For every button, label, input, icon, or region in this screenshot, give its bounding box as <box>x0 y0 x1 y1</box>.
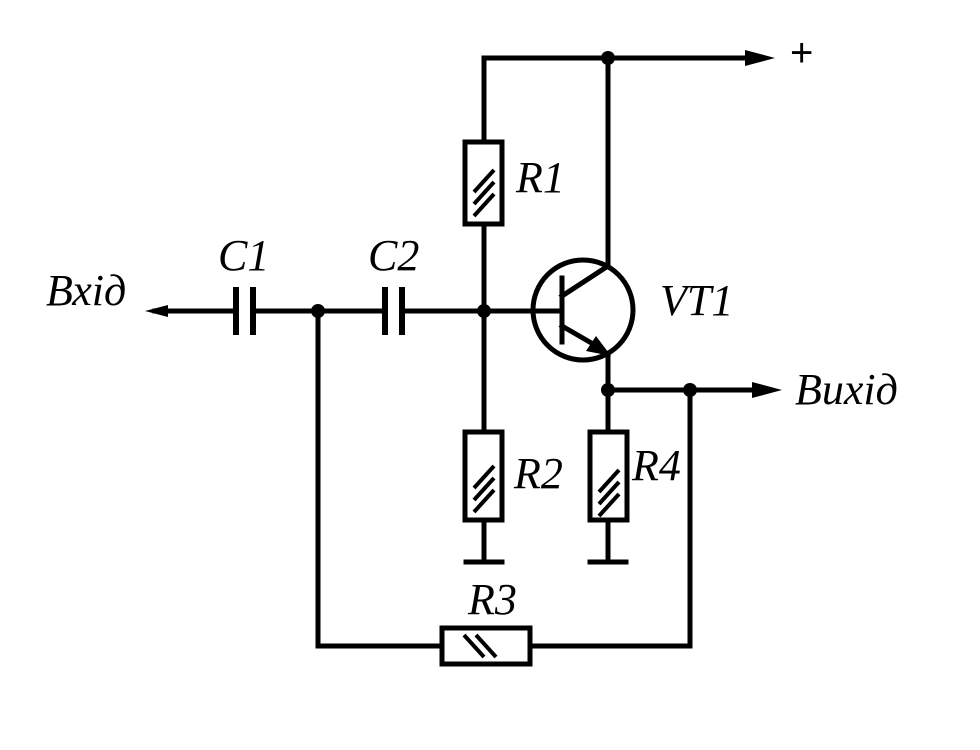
output-line <box>605 382 782 398</box>
junction-dot <box>477 304 491 318</box>
r1-label: R1 <box>515 153 565 202</box>
supply-label: + <box>790 31 813 75</box>
r4-label: R4 <box>631 441 681 490</box>
r3-label: R3 <box>467 575 517 624</box>
supply-arrow <box>745 50 775 66</box>
ground-r2 <box>463 517 505 565</box>
capacitor-c2 <box>382 287 405 335</box>
c1-label: C1 <box>218 231 269 280</box>
c2-label: C2 <box>368 231 419 280</box>
input-line <box>145 305 239 317</box>
r2-label: R2 <box>513 449 563 498</box>
resistor-r4 <box>587 429 630 523</box>
supply-rail <box>481 50 775 269</box>
resistor-r2 <box>462 429 505 523</box>
output-label: Вихід <box>795 365 898 414</box>
resistor-r3 <box>439 625 533 667</box>
vt1-label: VT1 <box>660 276 733 325</box>
input-label: Вхід <box>46 266 126 315</box>
input-arrow <box>145 305 168 317</box>
junction-dot <box>601 51 615 65</box>
ground-r4 <box>587 517 629 565</box>
feedback-loop <box>315 308 693 649</box>
capacitor-c1 <box>233 287 256 335</box>
resistor-r1 <box>462 139 505 227</box>
transistor-vt1 <box>530 257 636 393</box>
output-arrow <box>752 382 782 398</box>
